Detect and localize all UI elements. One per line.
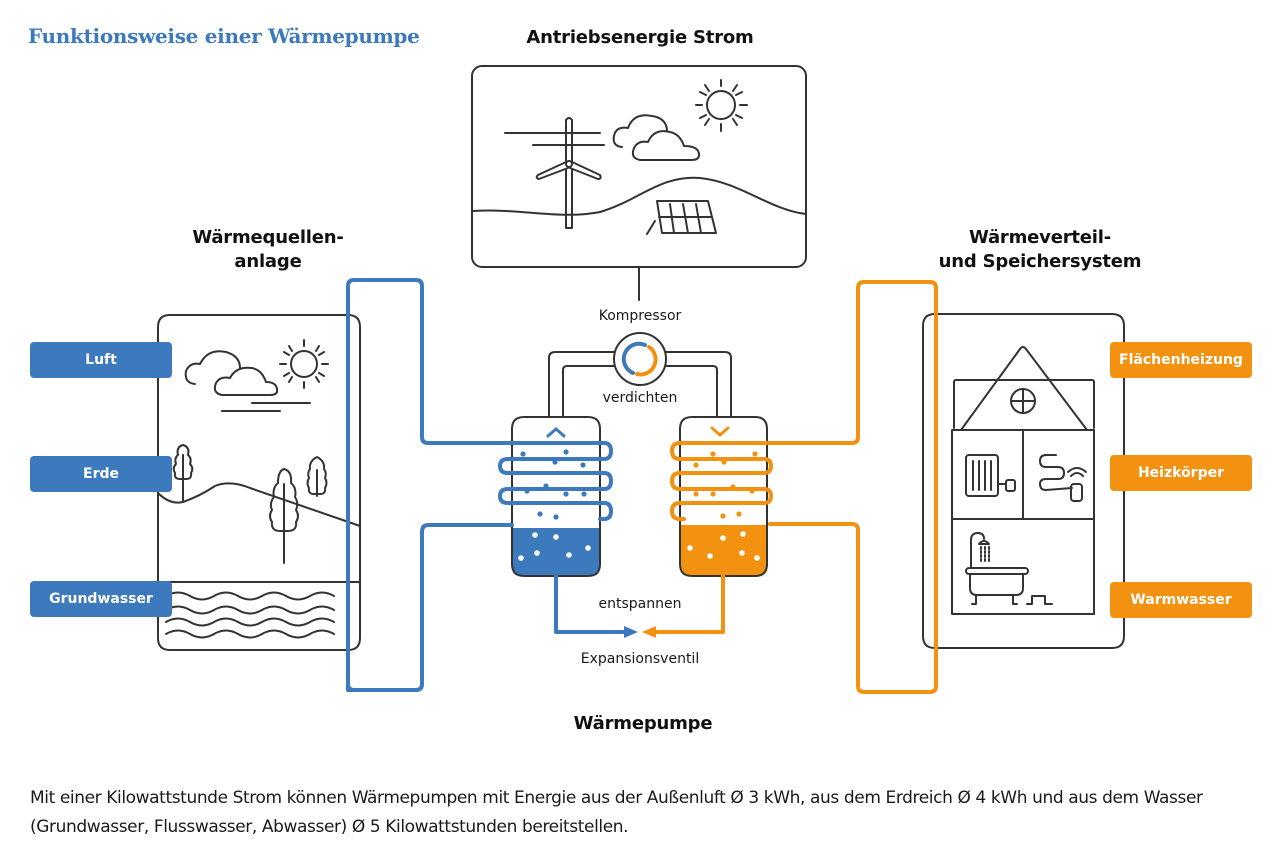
wind-turbine-icon bbox=[504, 117, 605, 229]
source-tag-grundwasser: Grundwasser bbox=[30, 581, 172, 617]
footer-description: Mit einer Kilowattstunde Strom können Wä… bbox=[30, 788, 1203, 837]
cloud-icon bbox=[184, 350, 279, 396]
arrow-right-icon bbox=[624, 626, 638, 638]
entspannen-label: entspannen bbox=[598, 596, 682, 612]
strom-panel bbox=[471, 65, 807, 301]
solar-panel-icon bbox=[646, 200, 717, 235]
hill-line bbox=[157, 482, 361, 527]
hill-line bbox=[472, 176, 807, 216]
evaporator bbox=[511, 416, 601, 577]
sun-icon bbox=[279, 339, 329, 389]
refrigerant-loop bbox=[548, 351, 732, 416]
verteil-panel-frame bbox=[922, 313, 1125, 649]
heading-line: Wärmequellen- bbox=[192, 227, 344, 248]
condenser bbox=[679, 416, 768, 577]
heading-waermequellenanlage: Wärmequellen- anlage bbox=[168, 226, 368, 274]
kompressor-label: Kompressor bbox=[598, 308, 682, 324]
sink-circuit bbox=[652, 280, 938, 694]
tree-icon bbox=[172, 444, 194, 503]
page-title: Funktionsweise einer Wärmepumpe bbox=[28, 24, 420, 48]
liquid-bubbles bbox=[687, 531, 760, 561]
source-circuit bbox=[346, 278, 628, 692]
strom-panel-frame bbox=[471, 65, 807, 268]
expansionsventil-label: Expansionsventil bbox=[580, 651, 700, 667]
quellen-panel-frame bbox=[157, 314, 361, 651]
verdichten-label: verdichten bbox=[602, 390, 678, 406]
sun-icon bbox=[695, 79, 748, 132]
heading-line: anlage bbox=[234, 251, 302, 272]
heading-waermeverteilsystem: Wärmeverteil- und Speichersystem bbox=[920, 226, 1160, 274]
heading-line: Wärmeverteil- bbox=[968, 227, 1112, 248]
source-tag-erde: Erde bbox=[30, 456, 172, 492]
gas-bubbles bbox=[693, 451, 758, 519]
cloud-icon bbox=[612, 114, 701, 161]
bathtub-shower-icon bbox=[965, 532, 1053, 605]
radiator-icon bbox=[965, 454, 1016, 497]
sink-tag-warmwasser: Warmwasser bbox=[1110, 582, 1252, 618]
quellen-panel bbox=[157, 314, 361, 651]
verteil-panel bbox=[922, 313, 1125, 649]
tree-icon bbox=[306, 456, 328, 497]
water-waves-icon bbox=[165, 591, 335, 639]
compressor-icon bbox=[613, 332, 667, 386]
tree-icon bbox=[269, 468, 299, 564]
sink-tag-heizkoerper: Heizkörper bbox=[1110, 455, 1252, 491]
towel-heater-icon bbox=[1039, 454, 1087, 502]
heading-waermepumpe: Wärmepumpe bbox=[573, 713, 713, 734]
house-icon bbox=[951, 346, 1095, 615]
source-tag-luft: Luft bbox=[30, 342, 172, 378]
liquid-bubbles bbox=[518, 532, 591, 561]
heading-antriebsenergie: Antriebsenergie Strom bbox=[526, 27, 754, 48]
heading-line: und Speichersystem bbox=[938, 251, 1142, 272]
arrow-left-icon bbox=[642, 626, 656, 638]
sink-tag-flaechenheizung: Flächenheizung bbox=[1110, 342, 1252, 378]
